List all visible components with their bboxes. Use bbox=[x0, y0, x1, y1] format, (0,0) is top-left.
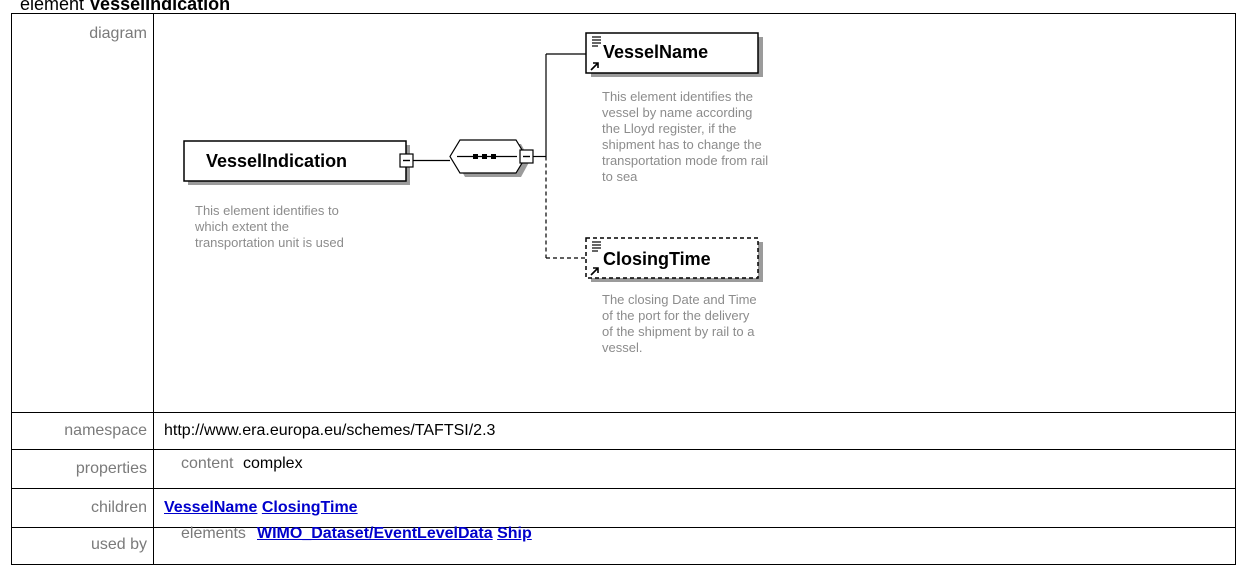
sequence-collapse-icon[interactable] bbox=[519, 149, 534, 164]
child-element-vesselname[interactable]: VesselName bbox=[585, 32, 763, 77]
row-properties: properties content complex bbox=[11, 449, 1236, 489]
document-icon bbox=[592, 36, 601, 47]
heading-prefix: element bbox=[20, 0, 90, 14]
diagram-cell: VesselIndication This element identifies… bbox=[153, 13, 1236, 413]
svg-text:which extent the: which extent the bbox=[194, 219, 289, 234]
document-icon bbox=[592, 241, 601, 252]
namespace-label: namespace bbox=[11, 412, 154, 450]
root-element-doc: This element identifies to which extent … bbox=[194, 203, 344, 250]
svg-text:vessel by name according: vessel by name according bbox=[602, 105, 752, 120]
child-element-name: ClosingTime bbox=[603, 249, 711, 269]
reference-arrow-icon bbox=[590, 62, 599, 71]
root-element-name: VesselIndication bbox=[206, 151, 347, 171]
root-collapse-icon[interactable] bbox=[399, 153, 414, 168]
content-value: complex bbox=[243, 455, 303, 472]
elements-key: elements bbox=[181, 525, 246, 542]
content-key: content bbox=[181, 455, 234, 472]
used-by-cell: elements WIMO_Dataset/EventLevelData Ship bbox=[153, 525, 1236, 565]
heading-element-name: VesselIndication bbox=[89, 0, 231, 14]
row-diagram: diagram VesselIndication This element id bbox=[11, 13, 1236, 413]
properties-cell: content complex bbox=[153, 449, 1236, 489]
used-by-link-ship[interactable]: Ship bbox=[497, 525, 532, 542]
namespace-value: http://www.era.europa.eu/schemes/TAFTSI/… bbox=[153, 412, 1236, 450]
child-element-closingtime[interactable]: ClosingTime bbox=[585, 237, 763, 282]
root-element-box[interactable]: VesselIndication bbox=[183, 140, 410, 185]
svg-text:to sea: to sea bbox=[602, 169, 638, 184]
reference-arrow-icon bbox=[590, 267, 599, 276]
closingtime-doc: The closing Date and Time of the port fo… bbox=[602, 292, 757, 355]
vesselname-doc: This element identifies the vessel by na… bbox=[602, 89, 768, 184]
used-by-label: used by bbox=[11, 527, 154, 565]
diagram-label: diagram bbox=[11, 13, 154, 413]
schema-diagram: VesselIndication This element identifies… bbox=[183, 32, 768, 355]
children-label: children bbox=[11, 488, 154, 528]
sequence-compositor-icon[interactable] bbox=[449, 139, 530, 177]
page-heading: element VesselIndication bbox=[20, 0, 230, 15]
svg-text:of the port for the delivery: of the port for the delivery bbox=[602, 308, 750, 323]
svg-text:The closing Date and Time: The closing Date and Time bbox=[602, 292, 757, 307]
svg-text:This element identifies to: This element identifies to bbox=[195, 203, 339, 218]
used-by-link-eventleveldata[interactable]: WIMO_Dataset/EventLevelData bbox=[257, 525, 493, 542]
row-used-by: used by elements WIMO_Dataset/EventLevelD… bbox=[11, 525, 1236, 565]
children-cell: VesselName ClosingTime bbox=[153, 488, 1236, 528]
child-element-name: VesselName bbox=[603, 42, 708, 62]
properties-label: properties bbox=[11, 449, 154, 489]
child-link-closingtime[interactable]: ClosingTime bbox=[261, 499, 358, 516]
element-doc-table: diagram VesselIndication This element id bbox=[11, 13, 1236, 565]
svg-text:transportation mode from rail: transportation mode from rail bbox=[602, 153, 768, 168]
row-children: children VesselName ClosingTime bbox=[11, 488, 1236, 528]
svg-text:shipment has to change the: shipment has to change the bbox=[602, 137, 762, 152]
row-namespace: namespace http://www.era.europa.eu/schem… bbox=[11, 412, 1236, 450]
svg-text:vessel.: vessel. bbox=[602, 340, 642, 355]
child-link-vesselname[interactable]: VesselName bbox=[164, 499, 258, 516]
svg-text:the Lloyd register, if the: the Lloyd register, if the bbox=[602, 121, 736, 136]
svg-text:of the shipment by rail to a: of the shipment by rail to a bbox=[602, 324, 755, 339]
svg-text:transportation unit is used: transportation unit is used bbox=[195, 235, 344, 250]
svg-text:This element identifies the: This element identifies the bbox=[602, 89, 753, 104]
